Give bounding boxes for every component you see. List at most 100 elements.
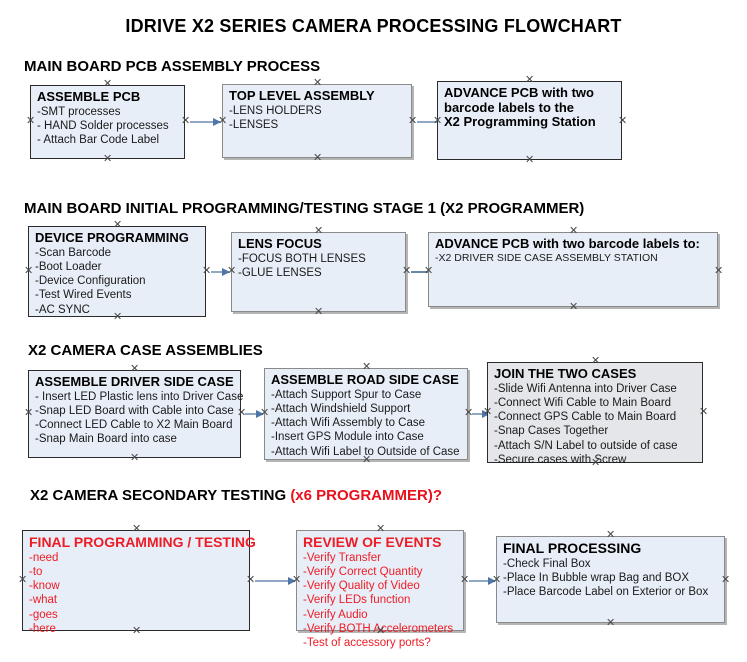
box-title: ADVANCE PCB with two: [444, 85, 594, 100]
selection-handle[interactable]: ✕: [227, 265, 237, 277]
box-line: -Snap LED Board with Cable into Case: [35, 404, 234, 417]
selection-handle[interactable]: ✕: [362, 454, 372, 466]
box-line: -Test Wired Events: [35, 289, 132, 302]
selection-handle[interactable]: ✕: [260, 407, 270, 419]
box-line: -SMT processes: [37, 105, 121, 118]
selection-handle[interactable]: ✕: [113, 311, 123, 323]
box-line: -Verify Quality of Video: [303, 580, 420, 593]
selection-handle[interactable]: ✕: [26, 115, 36, 127]
selection-handle[interactable]: ✕: [376, 523, 386, 535]
selection-handle[interactable]: ✕: [181, 115, 191, 127]
box-join-the-two-cases[interactable]: JOIN THE TWO CASES -Slide Wifi Antenna i…: [487, 362, 703, 466]
selection-handle[interactable]: ✕: [313, 77, 323, 89]
box-title: X2 Programming Station: [444, 114, 596, 130]
section-heading-1-text: MAIN BOARD PCB ASSEMBLY PROCESS: [24, 58, 321, 75]
selection-handle[interactable]: ✕: [18, 574, 28, 586]
box-line-overflow: -Test of accessory ports?: [303, 637, 431, 650]
box-assemble-driver-side-case[interactable]: ASSEMBLE DRIVER SIDE CASE - Insert LED P…: [28, 370, 244, 458]
box-line: -Verify Audio: [303, 608, 368, 621]
selection-handle[interactable]: ✕: [525, 154, 535, 166]
box-title: TOP LEVEL ASSEMBLY: [229, 88, 375, 103]
box-line: -Attach S/N Label to outside of case: [494, 439, 678, 452]
box-line: -goes: [29, 608, 58, 621]
selection-handle[interactable]: ✕: [362, 361, 372, 373]
box-line: -know: [29, 580, 60, 593]
selection-handle[interactable]: ✕: [132, 523, 142, 535]
selection-handle[interactable]: ✕: [237, 407, 247, 419]
box-line: -need: [29, 551, 59, 564]
box-line: -Device Configuration: [35, 275, 146, 288]
selection-handle[interactable]: ✕: [569, 225, 579, 237]
connector-arrow: [469, 577, 496, 585]
selection-handle[interactable]: ✕: [464, 407, 474, 419]
selection-handle[interactable]: ✕: [130, 363, 140, 375]
selection-handle[interactable]: ✕: [246, 574, 256, 586]
selection-handle[interactable]: ✕: [606, 617, 616, 629]
selection-handle[interactable]: ✕: [569, 301, 579, 313]
box-line: -Connect Wifi Cable to Main Board: [494, 396, 672, 409]
selection-handle[interactable]: ✕: [618, 115, 628, 127]
selection-handle[interactable]: ✕: [424, 265, 434, 277]
selection-handle[interactable]: ✕: [699, 406, 709, 418]
selection-handle[interactable]: ✕: [433, 115, 443, 127]
selection-handle[interactable]: ✕: [376, 625, 386, 637]
box-line: -Slide Wifi Antenna into Driver Case: [494, 382, 677, 395]
box-line: -Place Barcode Label on Exterior or Box: [503, 586, 709, 599]
selection-handle[interactable]: ✕: [314, 225, 324, 237]
box-line: -Verify Transfer: [303, 551, 381, 564]
section-heading-2-text: MAIN BOARD INITIAL PROGRAMMING/TESTING S…: [24, 200, 585, 217]
selection-handle[interactable]: ✕: [714, 265, 724, 277]
box-device-programming[interactable]: DEVICE PROGRAMMING -Scan Barcode -Boot L…: [28, 226, 206, 317]
selection-handle[interactable]: ✕: [408, 115, 418, 127]
selection-handle[interactable]: ✕: [218, 115, 228, 127]
box-line: -Snap Main Board into case: [35, 433, 177, 446]
box-assemble-road-side-case[interactable]: ASSEMBLE ROAD SIDE CASE -Attach Support …: [264, 368, 468, 460]
box-line: - Insert LED Plastic lens into Driver Ca…: [35, 390, 244, 403]
selection-handle[interactable]: ✕: [402, 265, 412, 277]
selection-handle[interactable]: ✕: [314, 306, 324, 318]
box-line: -Connect LED Cable to X2 Main Board: [35, 419, 233, 432]
selection-handle[interactable]: ✕: [591, 355, 601, 367]
box-title: LENS FOCUS: [238, 236, 322, 251]
connector-arrow: [472, 410, 490, 418]
box-line: -to: [29, 565, 43, 578]
section-heading-4-text: X2 CAMERA SECONDARY TESTING: [30, 487, 291, 504]
selection-handle[interactable]: ✕: [113, 219, 123, 231]
box-final-programming-testing[interactable]: FINAL PROGRAMMING / TESTING -need -to -k…: [22, 530, 256, 635]
selection-handle[interactable]: ✕: [292, 574, 302, 586]
box-line: -Attach Wifi Label to Outside of Case: [271, 445, 460, 458]
box-advance-pcb-to-driver-side-case[interactable]: ADVANCE PCB with two barcode labels to: …: [428, 232, 718, 307]
box-top-level-assembly[interactable]: TOP LEVEL ASSEMBLY -LENS HOLDERS -LENSES: [222, 84, 412, 158]
box-title: FINAL PROGRAMMING / TESTING: [29, 534, 256, 550]
box-lens-focus[interactable]: LENS FOCUS -FOCUS BOTH LENSES -GLUE LENS…: [231, 232, 406, 312]
box-line: -here: [29, 622, 56, 635]
selection-handle[interactable]: ✕: [103, 153, 113, 165]
selection-handle[interactable]: ✕: [591, 457, 601, 469]
selection-handle[interactable]: ✕: [24, 265, 34, 277]
selection-handle[interactable]: ✕: [606, 529, 616, 541]
selection-handle[interactable]: ✕: [103, 78, 113, 90]
box-line: -AC SYNC: [35, 303, 90, 316]
box-review-of-events[interactable]: REVIEW OF EVENTS -Verify Transfer -Verif…: [296, 530, 464, 649]
box-assemble-pcb[interactable]: ASSEMBLE PCB -SMT processes - HAND Solde…: [30, 85, 185, 159]
box-advance-pcb-to-programming-station[interactable]: ADVANCE PCB with two barcode labels to t…: [437, 81, 622, 160]
box-line: -Insert GPS Module into Case: [271, 431, 424, 444]
selection-handle[interactable]: ✕: [721, 574, 731, 586]
box-final-processing[interactable]: FINAL PROCESSING -Check Final Box -Place…: [496, 536, 725, 623]
box-line: -FOCUS BOTH LENSES: [238, 252, 366, 265]
selection-handle[interactable]: ✕: [24, 407, 34, 419]
selection-handle[interactable]: ✕: [130, 452, 140, 464]
selection-handle[interactable]: ✕: [132, 625, 142, 637]
selection-handle[interactable]: ✕: [492, 574, 502, 586]
box-line: -Attach Support Spur to Case: [271, 388, 422, 401]
section-heading-3-text: X2 CAMERA CASE ASSEMBLIES: [28, 342, 263, 359]
selection-handle[interactable]: ✕: [313, 152, 323, 164]
box-line: -LENSES: [229, 118, 279, 131]
connector-arrow: [190, 118, 221, 126]
selection-handle[interactable]: ✕: [483, 406, 493, 418]
selection-handle[interactable]: ✕: [202, 265, 212, 277]
selection-handle[interactable]: ✕: [525, 74, 535, 86]
box-title: REVIEW OF EVENTS: [303, 534, 442, 550]
box-line: -Attach Wifi Assembly to Case: [271, 417, 426, 430]
selection-handle[interactable]: ✕: [460, 574, 470, 586]
